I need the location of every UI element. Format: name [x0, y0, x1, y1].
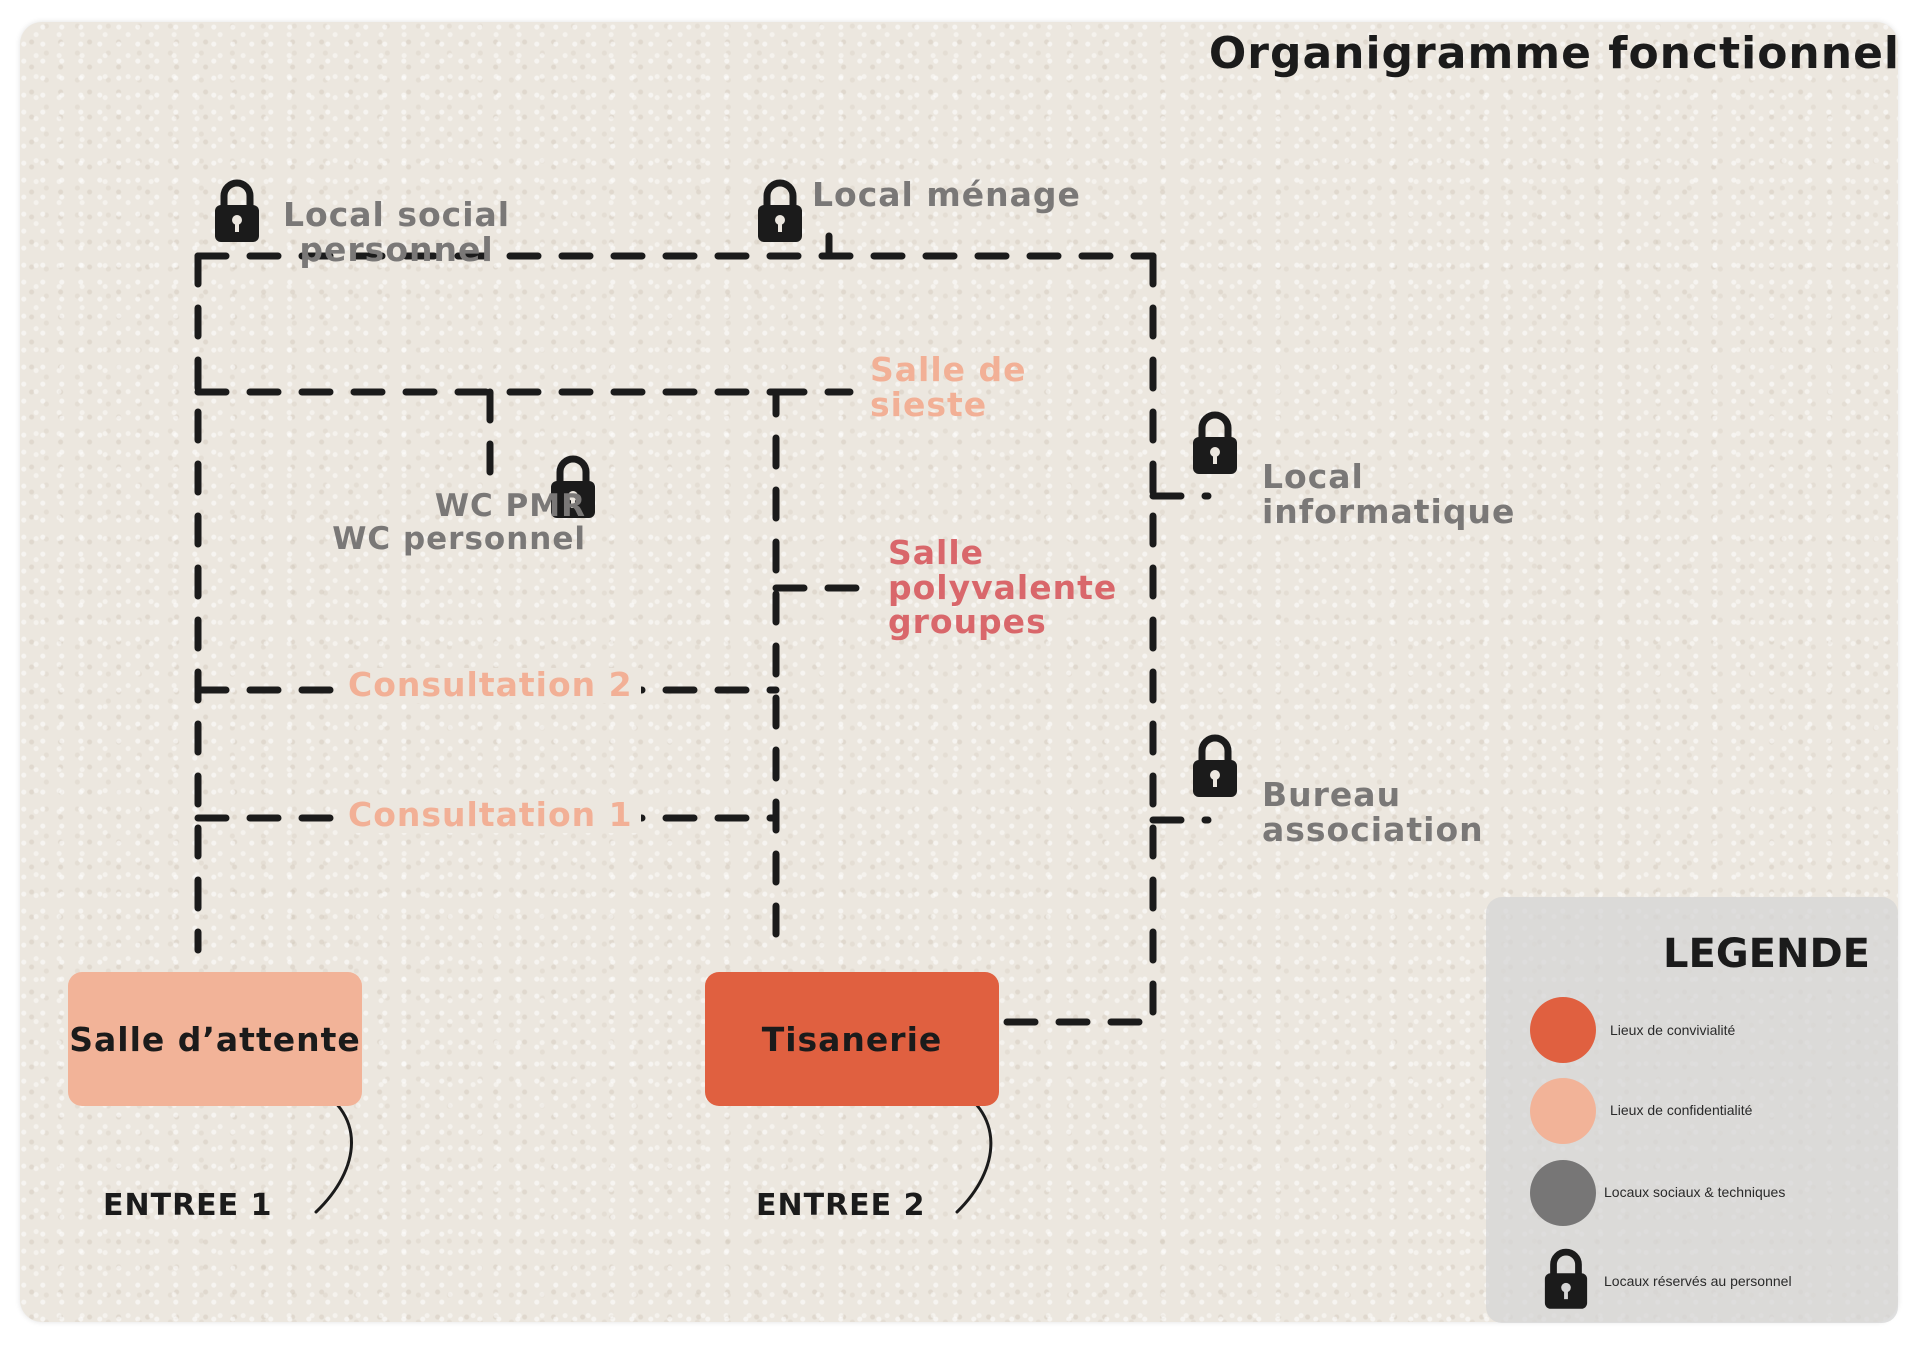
room-salle-sieste-line2: sieste	[870, 384, 988, 424]
room-consultation-1: Consultation 1	[340, 797, 641, 833]
room-salle-polyvalente: Salle polyvalente groupes	[888, 533, 1118, 642]
legend-swatch-convivialite	[1530, 997, 1596, 1063]
room-bureau-association-line2: association	[1262, 809, 1484, 849]
lock-icon	[1193, 411, 1237, 474]
room-local-informatique: Local informatique	[1262, 457, 1516, 531]
room-wc-line1: WC PMR	[434, 488, 586, 524]
room-consultation-2: Consultation 2	[340, 667, 641, 703]
room-wc: WC PMR WC personnel	[322, 490, 586, 555]
room-salle-polyvalente-line2: polyvalente	[888, 567, 1118, 607]
room-local-social-line2: personnel	[299, 229, 494, 269]
room-bureau-association-line1: Bureau	[1262, 775, 1402, 814]
legend-swatch-sociaux-techniques	[1530, 1160, 1596, 1226]
room-salle-polyvalente-line3: groupes	[888, 602, 1047, 642]
room-salle-sieste: Salle de sieste	[870, 350, 1027, 424]
room-salle-polyvalente-line1: Salle	[888, 533, 985, 572]
room-bureau-association: Bureau association	[1262, 775, 1484, 849]
lock-icon	[758, 179, 802, 242]
legend-label-personnel: Locaux réservés au personnel	[1604, 1273, 1792, 1289]
legend-label-sociaux-techniques: Locaux sociaux & techniques	[1604, 1184, 1786, 1200]
legend-title: LEGENDE	[1663, 931, 1870, 977]
entree-2-label: ENTREE 2	[756, 1188, 926, 1223]
entree-1-label: ENTREE 1	[103, 1188, 273, 1223]
path-outer-right	[1003, 252, 1157, 1026]
legend-label-convivialite: Lieux de convivialité	[1610, 1022, 1736, 1038]
room-local-informatique-line2: informatique	[1262, 491, 1516, 531]
lock-icon	[215, 179, 259, 242]
room-local-social: Local social personnel	[283, 195, 511, 269]
room-salle-sieste-line1: Salle de	[870, 350, 1027, 389]
salle-attente-box: Salle d’attente	[68, 972, 362, 1106]
tisanerie-box: Tisanerie	[705, 972, 999, 1106]
legend-panel: LEGENDE Lieux de convivialité Lieux de c…	[1486, 897, 1898, 1323]
room-local-social-line1: Local social	[283, 195, 511, 234]
room-local-menage: Local ménage	[812, 175, 1081, 214]
lock-icon	[1193, 734, 1237, 797]
room-wc-line2: WC personnel	[332, 520, 586, 557]
diagram-title: Organigramme fonctionnel	[1208, 28, 1900, 79]
lock-icon	[1544, 1248, 1588, 1309]
legend-label-confidentialite: Lieux de confidentialité	[1610, 1102, 1753, 1118]
legend-swatch-confidentialite	[1530, 1078, 1596, 1144]
room-local-informatique-line1: Local	[1262, 457, 1364, 496]
lock-icon	[551, 455, 595, 518]
